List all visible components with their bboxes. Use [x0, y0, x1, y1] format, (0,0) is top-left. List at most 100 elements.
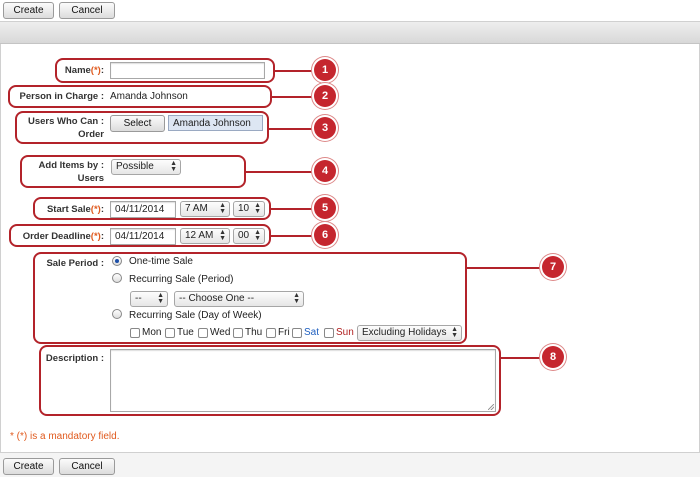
- callout-box-6: [9, 224, 271, 247]
- checkbox-sat[interactable]: [292, 328, 302, 338]
- callout-connector-6: [271, 235, 315, 237]
- order-deadline-label-colon: :: [100, 231, 104, 242]
- description-label: Description :: [42, 352, 104, 365]
- checkbox-mon[interactable]: [130, 328, 140, 338]
- mandatory-field-note: * (*) is a mandatory field.: [10, 431, 120, 442]
- period-unit-value: --: [135, 293, 142, 304]
- radio-recurring-day-of-week[interactable]: [112, 309, 122, 319]
- callout-connector-2: [272, 96, 315, 98]
- callout-badge-4: 4: [314, 160, 336, 182]
- person-in-charge-value: Amanda Johnson: [110, 91, 188, 102]
- start-sale-label-colon: :: [100, 204, 104, 215]
- person-in-charge-label-text: Person in Charge: [19, 91, 99, 102]
- name-label-text: Name: [64, 65, 91, 76]
- start-sale-label: Start Sale(*):: [36, 203, 104, 216]
- recurring-day-of-week-label: Recurring Sale (Day of Week): [129, 310, 262, 321]
- day-fri-label: Fri: [278, 327, 290, 338]
- callout-box-3: [15, 111, 269, 144]
- callout-box-5: [33, 197, 271, 220]
- add-items-by-users-label: Add Items by :Users: [22, 159, 104, 185]
- holiday-option-select[interactable]: Excluding Holidays▲▼: [357, 325, 462, 341]
- select-arrows-icon: ▲▼: [254, 229, 261, 242]
- cancel-button-bottom[interactable]: Cancel: [59, 458, 115, 475]
- select-arrows-icon: ▲▼: [219, 202, 226, 215]
- name-required-mark: (*): [90, 65, 101, 76]
- add-items-by-users-label-line1: Add Items by: [38, 160, 99, 171]
- top-toolbar: Create Cancel: [0, 0, 700, 22]
- sale-period-label-colon: :: [100, 258, 104, 269]
- callout-connector-3: [269, 128, 315, 130]
- radio-recurring-period[interactable]: [112, 273, 122, 283]
- checkbox-thu[interactable]: [233, 328, 243, 338]
- create-button-bottom[interactable]: Create: [3, 458, 54, 475]
- callout-connector-1: [275, 70, 315, 72]
- recurring-period-label: Recurring Sale (Period): [129, 274, 234, 285]
- day-sat-label: Sat: [304, 327, 320, 338]
- add-items-by-users-select[interactable]: Possible▲▼: [111, 159, 181, 175]
- person-in-charge-label-colon: :: [100, 91, 104, 102]
- callout-badge-7: 7: [542, 256, 564, 278]
- callout-box-1: [55, 58, 275, 83]
- person-in-charge-label: Person in Charge :: [10, 90, 104, 103]
- add-items-by-users-label-colon: :: [100, 160, 104, 171]
- period-choice-value: -- Choose One --: [179, 293, 255, 304]
- day-sun-label: Sun: [336, 327, 354, 338]
- order-deadline-required-mark: (*): [90, 231, 101, 242]
- callout-badge-3: 3: [314, 117, 336, 139]
- checkbox-tue[interactable]: [165, 328, 175, 338]
- checkbox-fri[interactable]: [266, 328, 276, 338]
- resize-grip-icon[interactable]: [488, 404, 494, 410]
- radio-one-time-sale[interactable]: [112, 256, 122, 266]
- callout-connector-4: [246, 171, 315, 173]
- checkbox-wed[interactable]: [198, 328, 208, 338]
- users-who-can-order-label: Users Who Can :Order: [18, 115, 104, 141]
- callout-badge-5: 5: [314, 197, 336, 219]
- bottom-toolbar: Create Cancel: [0, 452, 700, 477]
- start-sale-date-input[interactable]: 04/11/2014: [110, 201, 176, 218]
- select-arrows-icon: ▲▼: [219, 229, 226, 242]
- create-button-top[interactable]: Create: [3, 2, 54, 19]
- select-arrows-icon: ▲▼: [451, 326, 458, 339]
- order-deadline-hour-value: 12 AM: [185, 230, 214, 241]
- callout-badge-6: 6: [314, 224, 336, 246]
- select-arrows-icon: ▲▼: [157, 292, 164, 305]
- order-deadline-date-input[interactable]: 04/11/2014: [110, 228, 176, 245]
- one-time-sale-label: One-time Sale: [129, 256, 193, 267]
- sale-period-label: Sale Period :: [36, 257, 104, 270]
- order-deadline-minute-value: 00: [238, 230, 250, 241]
- period-choice-select[interactable]: -- Choose One --▲▼: [174, 291, 304, 307]
- order-deadline-label: Order Deadline(*):: [11, 230, 104, 243]
- start-sale-hour-select[interactable]: 7 AM▲▼: [180, 201, 230, 217]
- description-textarea[interactable]: [110, 349, 496, 412]
- order-deadline-label-text: Order Deadline: [22, 231, 91, 242]
- day-thu-label: Thu: [245, 327, 263, 338]
- add-items-by-users-select-value: Possible: [116, 161, 154, 172]
- callout-box-7: [33, 252, 467, 344]
- day-wed-label: Wed: [210, 327, 231, 338]
- period-unit-select[interactable]: -- ▲▼: [130, 291, 168, 307]
- start-sale-minute-select[interactable]: 10 ▲▼: [233, 201, 265, 217]
- select-arrows-icon: ▲▼: [254, 202, 261, 215]
- order-deadline-hour-select[interactable]: 12 AM ▲▼: [180, 228, 230, 244]
- callout-box-2: [8, 85, 272, 108]
- callout-connector-7: [467, 267, 543, 269]
- form-header-strip: [0, 22, 700, 44]
- name-label: Name(*):: [58, 64, 104, 77]
- description-label-text: Description: [45, 353, 99, 364]
- users-who-can-order-label-line1: Users Who Can: [27, 116, 99, 127]
- callout-badge-1: 1: [314, 59, 336, 81]
- callout-connector-8: [501, 357, 543, 359]
- checkbox-sun[interactable]: [324, 328, 334, 338]
- users-who-can-order-label-line2: Order: [78, 129, 104, 140]
- day-mon-label: Mon: [142, 327, 162, 338]
- start-sale-minute-value: 10: [238, 203, 250, 214]
- name-input[interactable]: [110, 62, 265, 79]
- selected-user-chip[interactable]: Amanda Johnson: [168, 115, 263, 131]
- description-label-colon: :: [100, 353, 104, 364]
- cancel-button-top[interactable]: Cancel: [59, 2, 115, 19]
- callout-box-8: [39, 345, 501, 416]
- select-users-button[interactable]: Select: [110, 115, 165, 132]
- order-deadline-minute-select[interactable]: 00 ▲▼: [233, 228, 265, 244]
- callout-connector-5: [271, 208, 315, 210]
- sale-period-label-text: Sale Period: [46, 258, 99, 269]
